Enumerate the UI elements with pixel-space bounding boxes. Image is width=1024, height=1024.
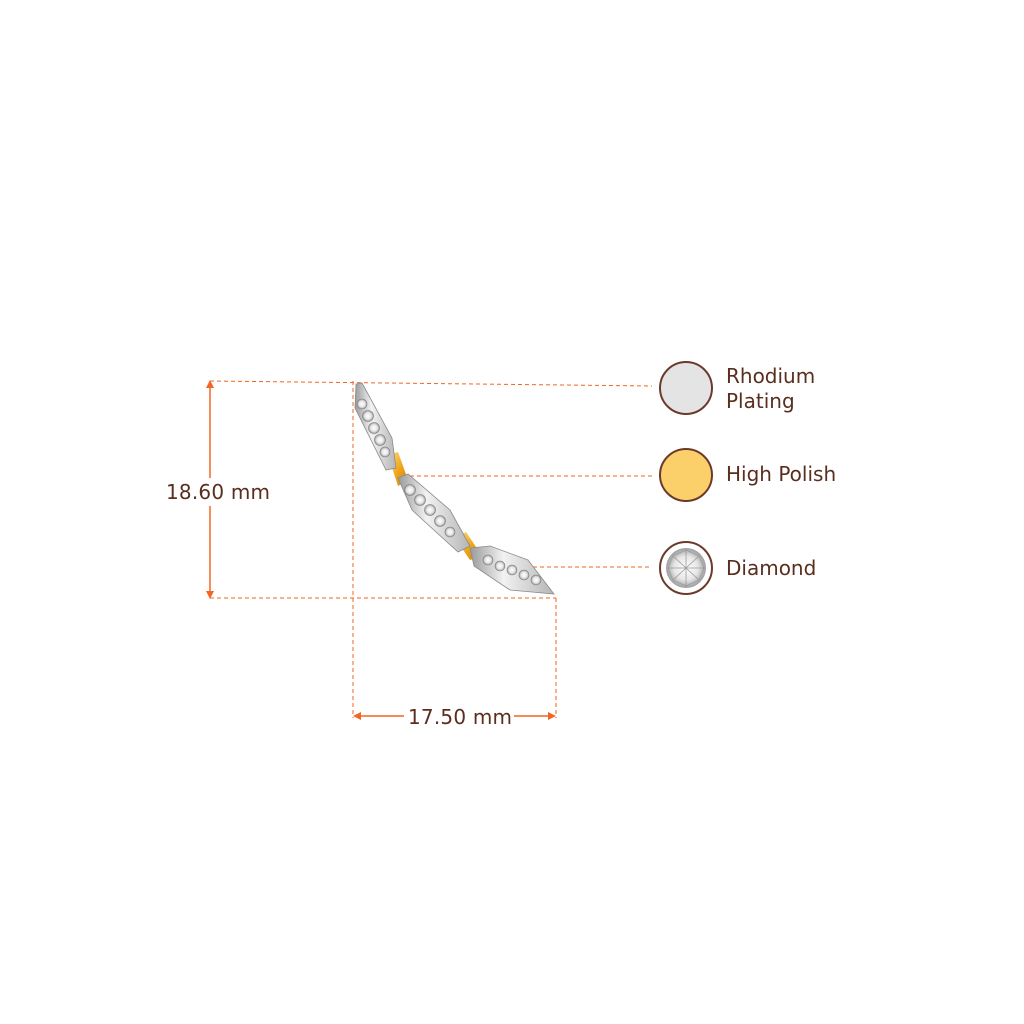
legend-label-high-polish: High Polish bbox=[726, 462, 837, 486]
legend-swatches bbox=[659, 361, 713, 595]
diamonds-segment-3 bbox=[482, 554, 542, 586]
earring-illustration bbox=[354, 382, 555, 595]
diamond-swatch-icon bbox=[659, 541, 713, 595]
height-dimension-arrow bbox=[206, 380, 214, 599]
legend-label-rhodium-plating: Rhodium Plating bbox=[726, 364, 816, 413]
rhodium-swatch bbox=[659, 361, 713, 415]
diamonds-segment-1 bbox=[356, 398, 391, 458]
guide-top bbox=[209, 380, 653, 387]
legend-label-diamond: Diamond bbox=[726, 556, 817, 580]
height-dimension-label: 18.60 mm bbox=[166, 480, 271, 504]
high-polish-swatch bbox=[659, 448, 713, 502]
diamonds-segment-2 bbox=[404, 484, 456, 538]
width-dimension-label: 17.50 mm bbox=[406, 705, 515, 729]
dimension-guides bbox=[209, 380, 653, 718]
